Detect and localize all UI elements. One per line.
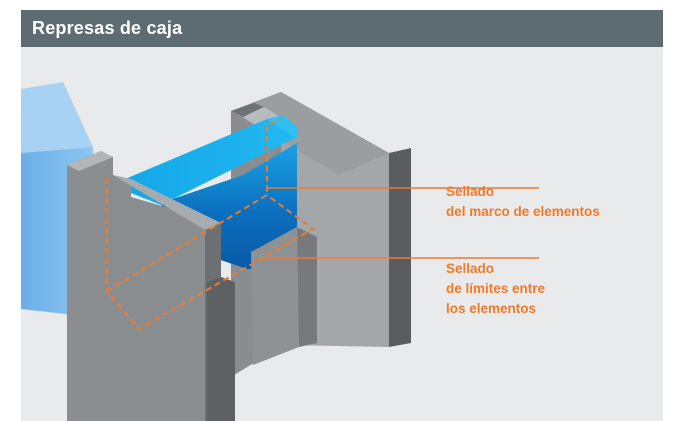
page-title: Represas de caja — [32, 18, 183, 38]
callout-frame-seal: Sellado del marco de elementos — [446, 182, 600, 222]
callout-leaders — [261, 187, 539, 259]
left-wall — [67, 151, 235, 421]
element-boundary-seal-outline — [106, 118, 282, 292]
diagram-frame: Represas de caja — [21, 10, 663, 421]
callout-boundary-seal-line-1: Sellado — [446, 261, 495, 276]
callout-frame-seal-line-2: del marco de elementos — [446, 204, 600, 219]
header-bar: Represas de caja — [21, 10, 663, 47]
callout-boundary-seal-line-3: los elementos — [446, 301, 537, 316]
frame-seal-outline — [106, 178, 315, 331]
channel-back-wall — [251, 227, 317, 365]
seal-outlines — [106, 118, 315, 331]
callout-boundary-seal-line-2: de límites entre — [446, 281, 546, 296]
callout-frame-seal-line-1: Sellado — [446, 184, 495, 199]
callout-boundary-seal: Sellado de límites entre los elementos — [446, 259, 545, 319]
box-dam-illustration — [21, 82, 539, 421]
